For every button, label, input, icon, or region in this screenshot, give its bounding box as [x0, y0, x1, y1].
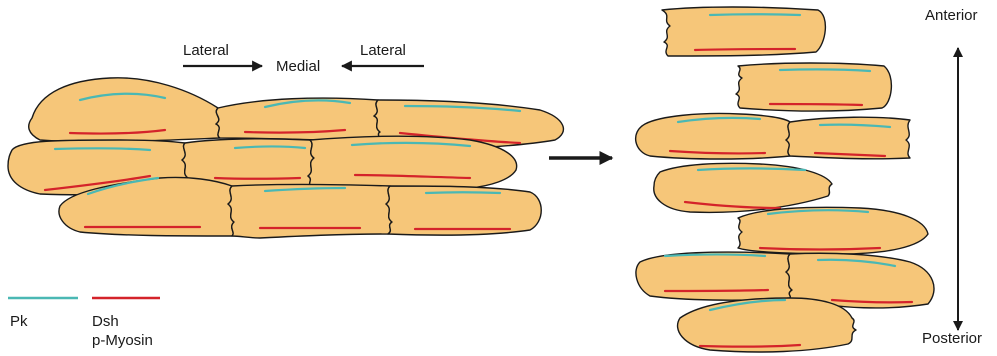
- left-tissue: [8, 78, 563, 238]
- legend-pmyosin-label: p-Myosin: [92, 332, 153, 349]
- label-posterior: Posterior: [922, 330, 982, 347]
- cell-right-3: [636, 113, 790, 159]
- cell-right-6: [738, 207, 928, 254]
- cell-right-4: [786, 117, 910, 159]
- right-tissue: [636, 7, 934, 352]
- label-medial: Medial: [276, 58, 320, 75]
- label-lateral-left: Lateral: [183, 42, 229, 59]
- cell-left-r1-a: [29, 78, 220, 142]
- cell-right-5: [654, 163, 832, 212]
- cell-left-r2-c: [308, 136, 517, 189]
- cell-right-7: [636, 252, 792, 300]
- legend-pk-label: Pk: [10, 313, 28, 330]
- label-anterior: Anterior: [925, 7, 978, 24]
- label-lateral-right: Lateral: [360, 42, 406, 59]
- cell-right-1: [662, 7, 825, 56]
- cell-right-9: [678, 298, 856, 352]
- legend-dsh-label: Dsh: [92, 313, 119, 330]
- cell-left-r3-c: [386, 186, 541, 235]
- cell-left-r3-b: [228, 185, 392, 239]
- cell-right-2: [736, 63, 891, 111]
- cell-left-r1-b: [216, 98, 380, 142]
